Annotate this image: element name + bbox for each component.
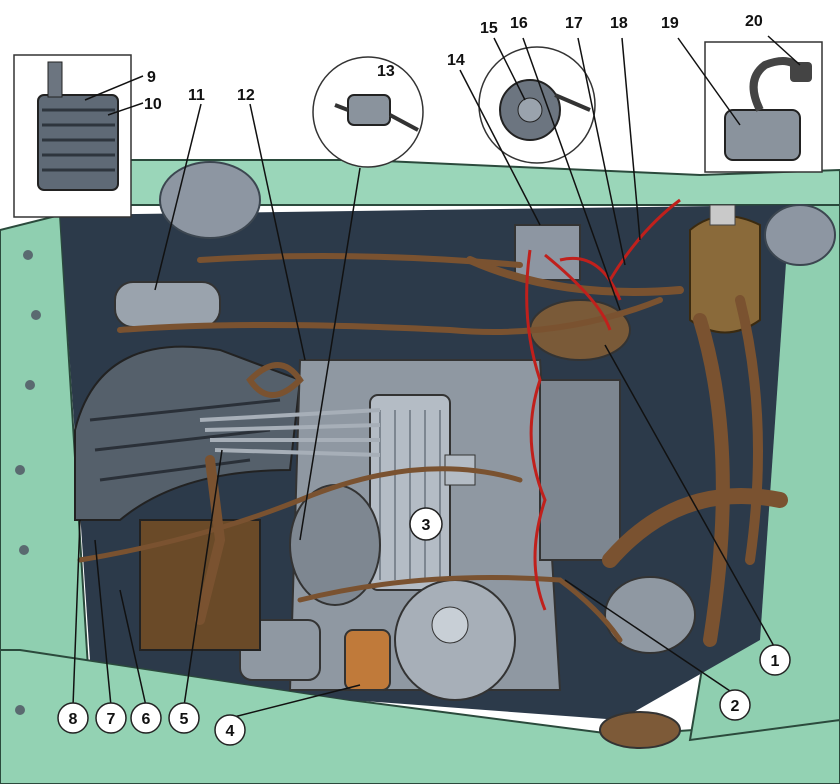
bottom-pulley <box>599 711 681 749</box>
hoses <box>77 253 788 647</box>
coil-and-relay <box>514 224 581 281</box>
callout-1: 1 <box>759 644 791 676</box>
svg-text:8: 8 <box>69 711 78 728</box>
ignition-wires <box>525 198 681 611</box>
callout-17: 17 <box>565 15 583 32</box>
callout-10: 10 <box>144 96 162 113</box>
callout-18: 18 <box>610 15 628 32</box>
battery-area <box>139 519 261 651</box>
callout-16: 16 <box>510 15 528 32</box>
carburetor <box>539 379 621 561</box>
oil-filter <box>344 629 391 691</box>
svg-text:3: 3 <box>422 517 431 534</box>
svg-text:2: 2 <box>731 698 740 715</box>
callout-15: 15 <box>480 20 498 37</box>
callout-8: 8 <box>57 702 89 734</box>
right-strut-tower <box>764 204 836 266</box>
leader-lines <box>72 35 801 719</box>
inset-circle-part <box>347 94 391 126</box>
svg-text:5: 5 <box>180 711 189 728</box>
callout-labels-plain: 9 10 11 12 13 14 15 16 17 18 19 20 <box>144 13 763 113</box>
callout-9: 9 <box>147 69 156 86</box>
svg-text:4: 4 <box>226 723 235 740</box>
callout-2: 2 <box>719 689 751 721</box>
svg-text:6: 6 <box>142 711 151 728</box>
inset-right-part <box>724 109 801 161</box>
air-intake-duct <box>74 345 302 521</box>
oil-filler-cap <box>431 606 469 644</box>
fender-bolts <box>15 250 41 715</box>
callout-13: 13 <box>377 63 395 80</box>
callout-14: 14 <box>447 52 465 69</box>
callout-3: 3 <box>409 507 443 541</box>
inset-circle-15-16 <box>478 46 596 164</box>
callout-12: 12 <box>237 87 255 104</box>
left-strut-tower <box>159 161 261 239</box>
inset-circle-13 <box>312 56 424 168</box>
callout-6: 6 <box>130 702 162 734</box>
callout-20: 20 <box>745 13 763 30</box>
canister <box>114 281 221 328</box>
callout-5: 5 <box>168 702 200 734</box>
inset-left-box <box>13 54 132 218</box>
svg-text:1: 1 <box>771 653 780 670</box>
inset-right-box <box>704 41 823 173</box>
front-panel <box>0 649 840 784</box>
svg-text:7: 7 <box>107 711 116 728</box>
callout-7: 7 <box>95 702 127 734</box>
callout-4: 4 <box>214 714 246 746</box>
inset-left-part <box>37 94 119 191</box>
callout-11: 11 <box>188 87 205 104</box>
alternator <box>604 576 696 654</box>
plug-lead-tubes <box>199 408 381 457</box>
callout-labels-circled: 1 2 3 4 5 6 7 8 <box>57 507 791 746</box>
callout-19: 19 <box>661 15 679 32</box>
